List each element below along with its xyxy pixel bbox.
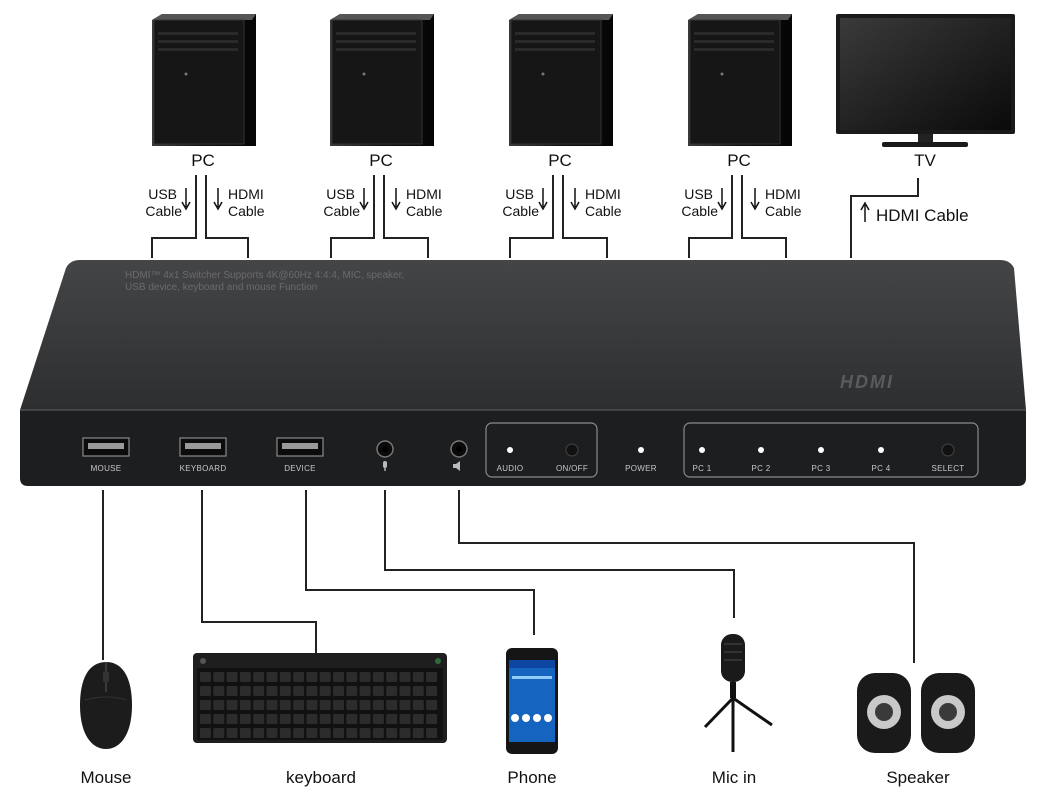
pc-4-cables: USB Cable HDMI Cable [681, 186, 801, 219]
tv: TV HDMI Cable [836, 14, 1015, 258]
hdmi-label: Cable [228, 203, 265, 219]
usb-port-keyboard [179, 437, 227, 457]
audio-control-group [485, 422, 598, 478]
mouse-icon [80, 662, 132, 749]
usb-label: Cable [502, 203, 539, 219]
speaker-jack [450, 440, 468, 471]
port-label-pc3: PC 3 [812, 464, 831, 473]
mouse: Mouse [80, 662, 132, 787]
usb-label: USB [148, 186, 177, 202]
pc-4 [687, 13, 793, 147]
pc-label: PC [727, 151, 751, 170]
pc-2-cables: USB Cable HDMI Cable [323, 186, 442, 219]
usb-label: USB [505, 186, 534, 202]
pc4-led [878, 447, 884, 453]
hdmi-label: Cable [585, 203, 622, 219]
usb-label: USB [326, 186, 355, 202]
pc-label: PC [369, 151, 393, 170]
hdmi-label: HDMI [228, 186, 264, 202]
pc-label: PC [191, 151, 215, 170]
port-label-select: SELECT [932, 464, 965, 473]
speaker-label: Speaker [886, 768, 950, 787]
speaker-port-icon [453, 461, 460, 471]
speakers: Speaker [857, 673, 975, 787]
pc-1-cables: USB Cable HDMI Cable [145, 186, 264, 219]
pc-tower-icon [151, 13, 257, 147]
pc1-led [699, 447, 705, 453]
usb-port-mouse [82, 437, 130, 457]
pc-tower-icon [687, 13, 793, 147]
switcher-description: HDMI™ 4x1 Switcher Supports 4K@60Hz 4:4:… [125, 270, 404, 281]
pc-cable-wires [151, 175, 787, 258]
keyboard-icon [193, 653, 447, 743]
mouse-label: Mouse [80, 768, 131, 787]
port-label-onoff: ON/OFF [556, 464, 588, 473]
pc-tower-icon [508, 13, 614, 147]
port-label-audio: AUDIO [497, 464, 524, 473]
tv-cable-label: HDMI Cable [876, 206, 969, 225]
usb-label: Cable [145, 203, 182, 219]
pc2-led [758, 447, 764, 453]
port-label-power: POWER [625, 464, 657, 473]
mic-port-icon [383, 461, 387, 471]
phone-label: Phone [507, 768, 556, 787]
keyboard-label: keyboard [286, 768, 356, 787]
usb-port-device [276, 437, 324, 457]
pc-1 [151, 13, 257, 147]
hdmi-logo: HDMI [840, 372, 894, 392]
phone: Phone [506, 648, 558, 787]
tv-icon [836, 14, 1015, 147]
hdmi-label: HDMI [585, 186, 621, 202]
microphone: Mic in [703, 634, 773, 787]
pc-2 [329, 13, 435, 147]
direction-arrows [181, 188, 870, 222]
pc-select-group [683, 422, 979, 478]
peripheral-wires [102, 490, 915, 663]
usb-label: USB [684, 186, 713, 202]
pc-tower-icon [329, 13, 435, 147]
hdmi-label: HDMI [765, 186, 801, 202]
hdmi-label: HDMI [406, 186, 442, 202]
pc-3-cables: USB Cable HDMI Cable [502, 186, 621, 219]
phone-icon [506, 648, 558, 754]
port-label-pc2: PC 2 [752, 464, 771, 473]
port-label-device: DEVICE [284, 464, 316, 473]
pc3-led [818, 447, 824, 453]
port-label-keyboard: KEYBOARD [180, 464, 227, 473]
speaker-icon [857, 673, 975, 753]
port-label-pc4: PC 4 [872, 464, 891, 473]
microphone-label: Mic in [712, 768, 756, 787]
audio-onoff-button[interactable] [565, 443, 579, 457]
usb-label: Cable [681, 203, 718, 219]
keyboard: keyboard [193, 653, 447, 787]
pc-label: PC [548, 151, 572, 170]
hdmi-switcher: HDMI™ 4x1 Switcher Supports 4K@60Hz 4:4:… [20, 260, 1026, 486]
usb-label: Cable [323, 203, 360, 219]
tv-label: TV [914, 151, 936, 170]
power-led [638, 447, 644, 453]
hdmi-label: Cable [406, 203, 443, 219]
hdmi-label: Cable [765, 203, 802, 219]
microphone-icon [703, 634, 773, 752]
port-label-mouse: MOUSE [91, 464, 122, 473]
mic-jack [376, 440, 394, 471]
select-button[interactable] [941, 443, 955, 457]
tv-cable-wire [850, 178, 919, 258]
port-label-pc1: PC 1 [693, 464, 712, 473]
pc-3 [508, 13, 614, 147]
switcher-description: USB device, keyboard and mouse Function [125, 282, 317, 293]
audio-led [507, 447, 513, 453]
